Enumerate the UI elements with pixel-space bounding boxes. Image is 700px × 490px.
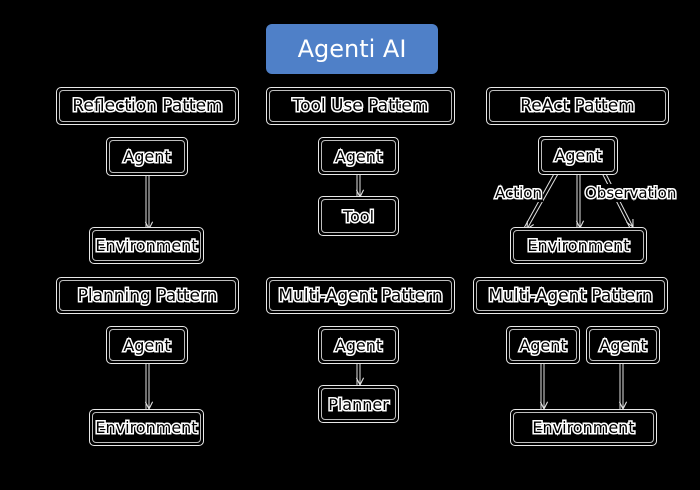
diagram-title-text: Agenti AI [297,35,407,63]
react-pattern-label: ReAct Pattem [519,95,637,118]
multiagent1-planner-label: Planner [327,393,391,415]
react-agent-node: Agent [538,136,618,175]
reflection-agent-node: Agent [106,137,188,176]
planning-environment-label: Environment [94,417,199,439]
tool-use-pattern-box: Tool Use Pattem [266,87,455,125]
edge-multiagent1-agent-planner [357,364,360,385]
react-action-label: Action [494,183,544,204]
reflection-pattern-box: Reflection Pattem [56,87,239,125]
react-environment-label: Environment [526,235,631,257]
planning-pattern-label: Planning Pattern [76,284,219,307]
reflection-environment-label: Environment [94,235,199,257]
planning-pattern-box: Planning Pattern [56,277,239,314]
multi-agent-pattern-box-1: Multi-Agent Pattern [266,277,455,314]
multiagent2-agent1-label: Agent [518,334,568,356]
edge-planning-agent-environment [146,364,149,409]
reflection-pattern-label: Reflection Pattem [71,95,224,118]
multiagent1-agent-node: Agent [318,326,399,364]
tooluse-tool-label: Tool [341,205,375,227]
edge-react-center [577,175,580,228]
multiagent1-agent-label: Agent [333,334,383,356]
react-environment-node: Environment [510,227,647,264]
react-agent-label: Agent [553,145,603,167]
diagram-title: Agenti AI [266,24,438,74]
multiagent2-environment-node: Environment [510,409,657,446]
planning-environment-node: Environment [89,409,204,446]
edge-tooluse-agent-tool [357,175,360,197]
reflection-agent-label: Agent [122,146,172,168]
tooluse-tool-node: Tool [318,196,399,236]
reflection-environment-node: Environment [89,227,204,264]
react-observation-label: Observation [583,183,677,204]
multiagent1-planner-node: Planner [318,385,399,423]
edge-reflection-agent-environment [146,176,149,229]
multi-agent-pattern-label-1: Multi-Agent Pattern [277,284,444,307]
multiagent2-environment-label: Environment [531,417,636,439]
multiagent2-agent1-node: Agent [506,326,580,364]
edge-multiagent2-agent1-environment [541,364,544,409]
multi-agent-pattern-box-2: Multi-Agent Pattern [473,277,668,314]
planning-agent-node: Agent [106,326,188,364]
planning-agent-label: Agent [122,334,172,356]
multiagent2-agent2-label: Agent [598,334,648,356]
react-pattern-box: ReAct Pattem [486,87,669,125]
multiagent2-agent2-node: Agent [586,326,660,364]
edge-multiagent2-agent2-environment [620,364,623,409]
tool-use-pattern-label: Tool Use Pattem [291,95,430,118]
multi-agent-pattern-label-2: Multi-Agent Pattern [487,284,654,307]
tooluse-agent-label: Agent [333,145,383,167]
tooluse-agent-node: Agent [318,137,399,175]
